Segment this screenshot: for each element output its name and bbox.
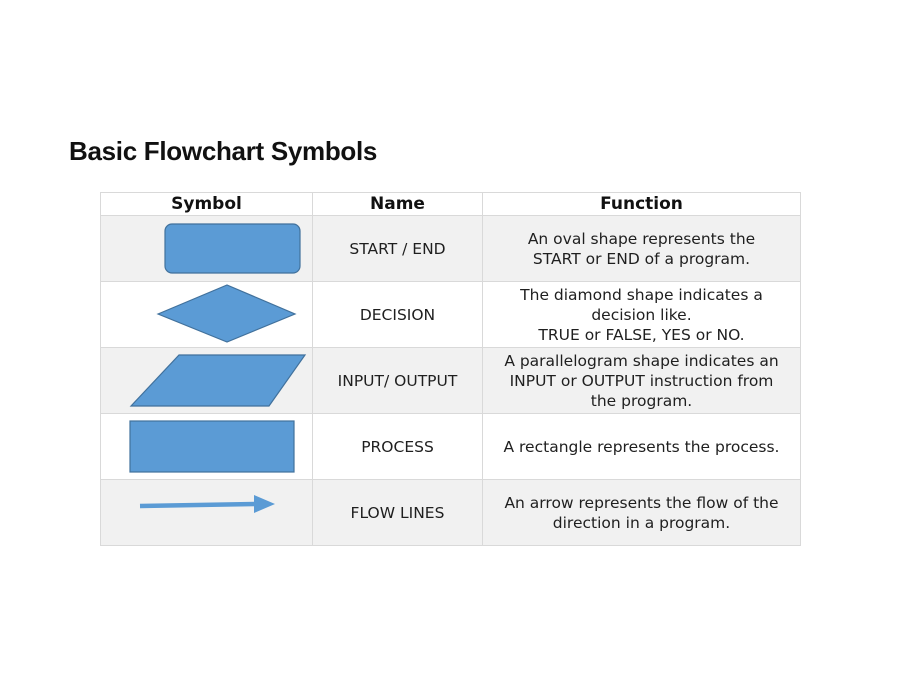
input-output-parallelogram-icon <box>129 354 307 407</box>
symbol-cell <box>100 479 313 546</box>
function-line: TRUE or FALSE, YES or NO. <box>538 325 745 344</box>
function-line: A rectangle represents the process. <box>503 437 780 456</box>
name-cell: FLOW LINES <box>312 479 483 546</box>
flowchart-symbols-table: Symbol Name Function START / END An oval… <box>100 192 801 546</box>
name-cell: DECISION <box>312 281 483 348</box>
function-cell: A parallelogram shape indicates an INPUT… <box>482 347 801 414</box>
symbol-cell <box>100 281 313 348</box>
name-cell: PROCESS <box>312 413 483 480</box>
name-cell: INPUT/ OUTPUT <box>312 347 483 414</box>
decision-diamond-icon <box>156 284 297 343</box>
table-row-input-output: INPUT/ OUTPUT A parallelogram shape indi… <box>100 347 801 414</box>
symbol-cell <box>100 413 313 480</box>
table-row-process: PROCESS A rectangle represents the proce… <box>100 413 801 480</box>
function-line: decision like. <box>591 305 692 324</box>
function-line: START or END of a program. <box>532 249 751 268</box>
symbol-cell <box>100 347 313 414</box>
header-name: Name <box>312 192 483 216</box>
table-header-row: Symbol Name Function <box>100 192 801 216</box>
page-title: Basic Flowchart Symbols <box>69 136 378 166</box>
function-line: the program. <box>590 391 693 410</box>
function-cell: The diamond shape indicates a decision l… <box>482 281 801 348</box>
function-line: An oval shape represents the <box>527 229 756 248</box>
flow-line-arrow-icon <box>139 495 275 513</box>
symbol-cell <box>100 215 313 282</box>
function-line: An arrow represents the flow of the <box>504 493 779 512</box>
header-symbol: Symbol <box>100 192 313 216</box>
function-cell: An oval shape represents the START or EN… <box>482 215 801 282</box>
terminator-rounded-rect-icon <box>164 223 301 274</box>
header-function: Function <box>482 192 801 216</box>
function-line: The diamond shape indicates a <box>520 285 763 304</box>
function-line: A parallelogram shape indicates an <box>504 351 779 370</box>
function-line: direction in a program. <box>552 513 731 532</box>
process-rectangle-icon <box>129 420 295 473</box>
function-line: INPUT or OUTPUT instruction from <box>509 371 774 390</box>
table-row-start-end: START / END An oval shape represents the… <box>100 215 801 282</box>
function-cell: An arrow represents the flow of the dire… <box>482 479 801 546</box>
name-cell: START / END <box>312 215 483 282</box>
table-row-decision: DECISION The diamond shape indicates a d… <box>100 281 801 348</box>
table-row-flow-lines: FLOW LINES An arrow represents the flow … <box>100 479 801 546</box>
function-cell: A rectangle represents the process. <box>482 413 801 480</box>
